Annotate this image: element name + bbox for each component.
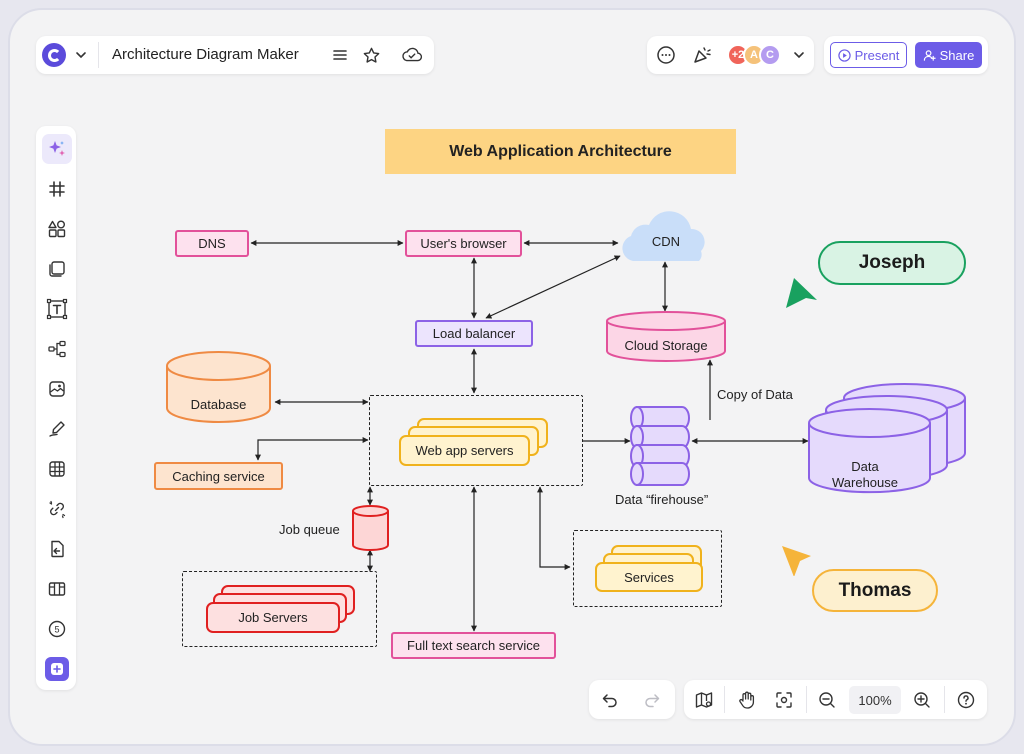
menu-icon[interactable] xyxy=(329,44,351,66)
undo-icon[interactable] xyxy=(595,685,625,715)
import-icon[interactable] xyxy=(42,534,72,564)
left-toolbar: 5 xyxy=(36,126,76,690)
link-icon[interactable] xyxy=(42,494,72,524)
play-icon xyxy=(837,48,851,62)
celebrate-icon[interactable] xyxy=(691,44,713,66)
hand-icon[interactable] xyxy=(732,685,762,715)
history-toolbar xyxy=(589,680,675,719)
zoom-level[interactable]: 100% xyxy=(849,686,901,714)
frame-icon[interactable] xyxy=(42,174,72,204)
more-apps-icon[interactable]: 5 xyxy=(42,614,72,644)
cloud-saved-icon[interactable] xyxy=(400,44,424,66)
top-left-toolbar: Architecture Diagram Maker xyxy=(36,36,434,74)
star-icon[interactable] xyxy=(360,44,382,66)
map-icon[interactable] xyxy=(689,685,719,715)
chevron-down-icon[interactable] xyxy=(790,46,808,64)
mind-map-icon[interactable] xyxy=(42,334,72,364)
media-icon[interactable] xyxy=(42,374,72,404)
share-toolbar: Present Share xyxy=(824,36,988,74)
app-logo-icon[interactable] xyxy=(42,43,66,67)
document-title[interactable]: Architecture Diagram Maker xyxy=(112,46,299,63)
add-icon[interactable] xyxy=(42,654,72,684)
zoom-in-icon[interactable] xyxy=(907,685,937,715)
help-icon[interactable] xyxy=(951,685,981,715)
pen-icon[interactable] xyxy=(42,414,72,444)
sticky-note-icon[interactable] xyxy=(42,254,72,284)
ai-sparkle-icon[interactable] xyxy=(42,134,72,164)
view-toolbar: 100% xyxy=(684,680,987,719)
collab-toolbar: +2 A C xyxy=(647,36,814,74)
share-button[interactable]: Share xyxy=(915,42,982,68)
shapes-icon[interactable] xyxy=(42,214,72,244)
present-button[interactable]: Present xyxy=(830,42,907,68)
chevron-down-icon[interactable] xyxy=(72,46,90,64)
text-icon[interactable] xyxy=(42,294,72,324)
svg-text:5: 5 xyxy=(54,625,59,635)
redo-icon[interactable] xyxy=(637,685,667,715)
table-icon[interactable] xyxy=(42,454,72,484)
zoom-out-icon[interactable] xyxy=(812,685,842,715)
comment-icon[interactable] xyxy=(655,44,677,66)
fit-screen-icon[interactable] xyxy=(769,685,799,715)
avatar[interactable]: C xyxy=(759,44,781,66)
add-user-icon xyxy=(923,49,936,62)
app-frame xyxy=(8,8,1016,746)
templates-icon[interactable] xyxy=(42,574,72,604)
